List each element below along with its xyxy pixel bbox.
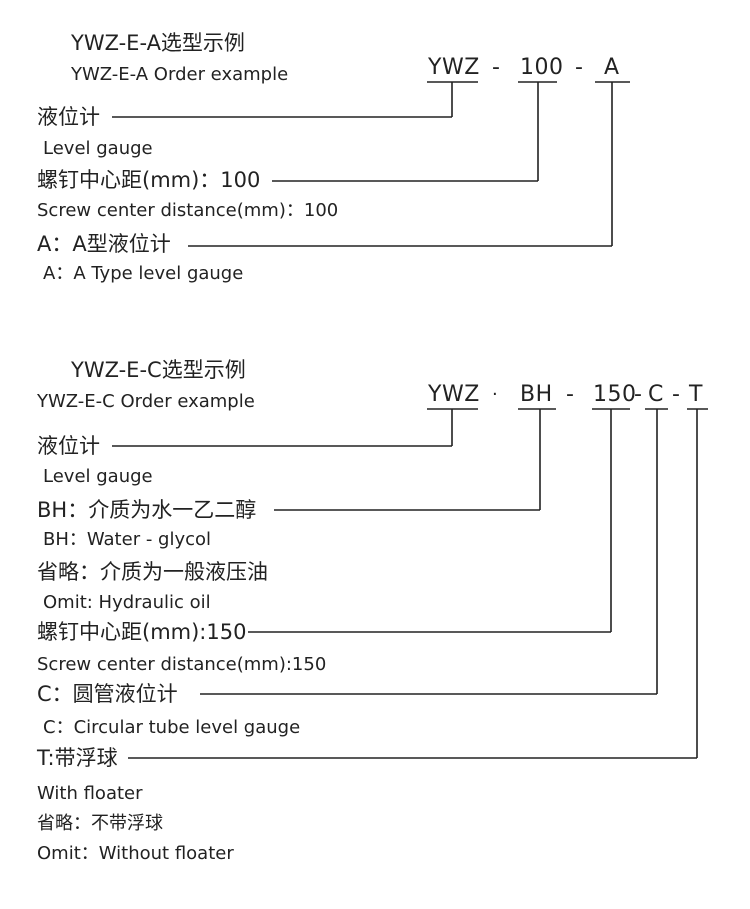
item-screw-distance-zh: 螺钉中心距(mm)：100 <box>37 168 261 192</box>
item-floater-zh: T:带浮球 <box>37 746 118 770</box>
code-dash: - <box>492 55 501 80</box>
item-omit-medium-en: Omit: Hydraulic oil <box>43 592 211 613</box>
item-omit-floater-zh: 省略：不带浮球 <box>37 813 163 834</box>
code-bh: BH <box>520 382 553 407</box>
example-c-title-zh: YWZ-E-C选型示例 <box>71 358 246 382</box>
item-screw-distance-zh: 螺钉中心距(mm):150 <box>37 620 247 644</box>
example-a-title-en: YWZ-E-A Order example <box>71 64 289 85</box>
code-dash: - <box>634 382 643 407</box>
item-bh-en: BH：Water - glycol <box>43 529 212 550</box>
code-dash: - <box>575 55 584 80</box>
item-omit-medium-zh: 省略：介质为一般液压油 <box>37 560 268 584</box>
item-level-gauge-zh: 液位计 <box>37 105 100 129</box>
item-c-type-zh: C：圆管液位计 <box>37 682 178 706</box>
item-c-type-en: C：Circular tube level gauge <box>43 717 301 738</box>
code-ywz: YWZ <box>428 55 480 80</box>
item-screw-distance-en: Screw center distance(mm)：100 <box>37 200 339 221</box>
example-a-title-zh: YWZ-E-A选型示例 <box>71 31 245 55</box>
item-bh-zh: BH：介质为水一乙二醇 <box>37 498 257 522</box>
code-t: T <box>689 382 703 407</box>
item-a-type-en: A：A Type level gauge <box>43 263 244 284</box>
code-dash: - <box>566 382 575 407</box>
item-level-gauge-en: Level gauge <box>43 466 153 487</box>
item-level-gauge-en: Level gauge <box>43 138 153 159</box>
item-floater-en: With floater <box>37 783 143 804</box>
item-screw-distance-en: Screw center distance(mm):150 <box>37 654 327 675</box>
code-100: 100 <box>520 55 564 80</box>
code-a: A <box>604 55 620 80</box>
item-a-type-zh: A：A型液位计 <box>37 232 171 256</box>
code-150: 150 <box>593 382 637 407</box>
code-dash: - <box>672 382 681 407</box>
code-ywz: YWZ <box>428 382 480 407</box>
item-level-gauge-zh: 液位计 <box>37 434 100 458</box>
example-c-title-en: YWZ-E-C Order example <box>37 391 255 412</box>
code-dot: · <box>492 384 498 405</box>
code-c: C <box>648 382 664 407</box>
item-omit-floater-en: Omit：Without floater <box>37 843 234 864</box>
